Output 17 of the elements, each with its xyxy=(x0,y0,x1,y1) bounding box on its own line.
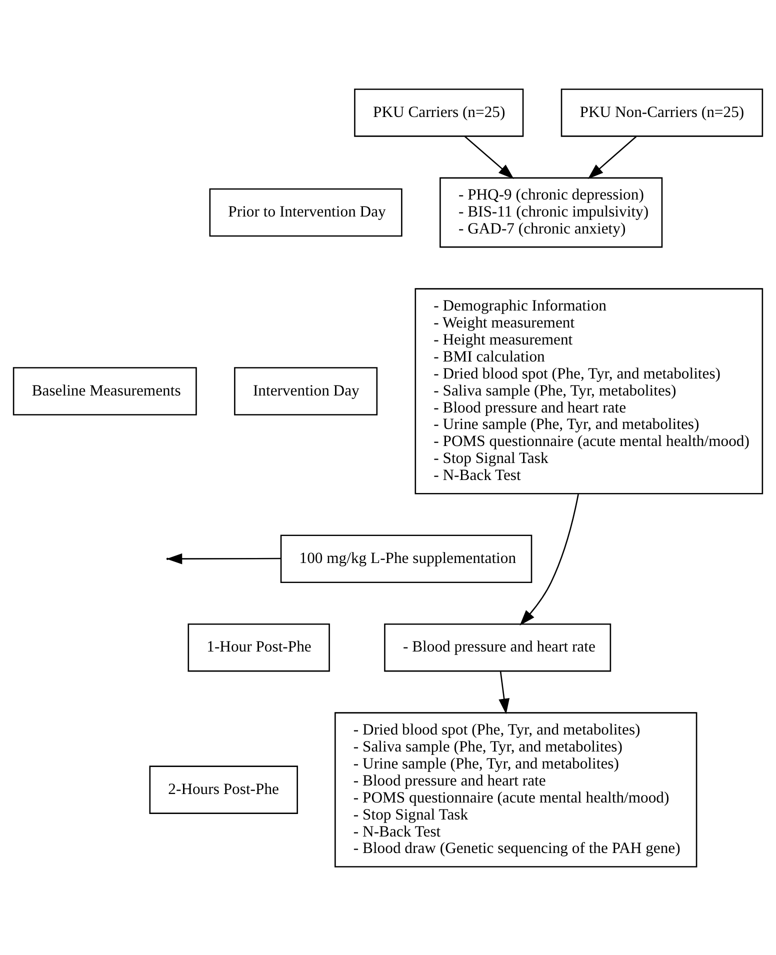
arrow xyxy=(588,136,637,179)
node-box: - Demographic Information - Weight measurement - Height measurement - BMI calculation - Dried blood spot (Phe, Tyr, and metabolites) - Saliva sample (Phe, Tyr, metabolites) - Blood pressure and heart rate - Urine sample (Phe, Tyr, and metabolites) - POMS questionnaire (acute mental health/mood) - Stop Signal Task - N-Back Test xyxy=(414,288,764,494)
node-box: 100 mg/kg L-Phe supplementation xyxy=(280,534,532,583)
node-box: - Dried blood spot (Phe, Tyr, and metabolites) - Saliva sample (Phe, Tyr, and metabolites) - Urine sample (Phe, Tyr, and metabolites) - Blood pressure and heart rate - POMS questionnaire (acute mental health/mood) - Stop Signal Task - N-Back Test - Blood draw (Genetic sequencing of the PAH gene) xyxy=(334,712,698,867)
node-box: Prior to Intervention Day xyxy=(209,188,402,236)
node-box: - PHQ-9 (chronic depression) - BIS-11 (chronic impulsivity) - GAD-7 (chronic anxiety) xyxy=(440,176,663,248)
node-box: Intervention Day xyxy=(234,366,378,415)
node-box: 2-Hours Post-Phe xyxy=(149,765,298,814)
node-box: - Blood pressure and heart rate xyxy=(384,622,612,672)
arrow xyxy=(464,136,514,179)
arrow xyxy=(498,670,510,714)
arrow xyxy=(166,552,281,564)
node-box: 1-Hour Post-Phe xyxy=(188,622,330,672)
node-box: PKU Carriers (n=25) xyxy=(354,88,524,136)
node-box: Baseline Measurements xyxy=(12,366,197,415)
arrow xyxy=(520,493,579,625)
node-box: PKU Non-Carriers (n=25) xyxy=(560,88,764,136)
